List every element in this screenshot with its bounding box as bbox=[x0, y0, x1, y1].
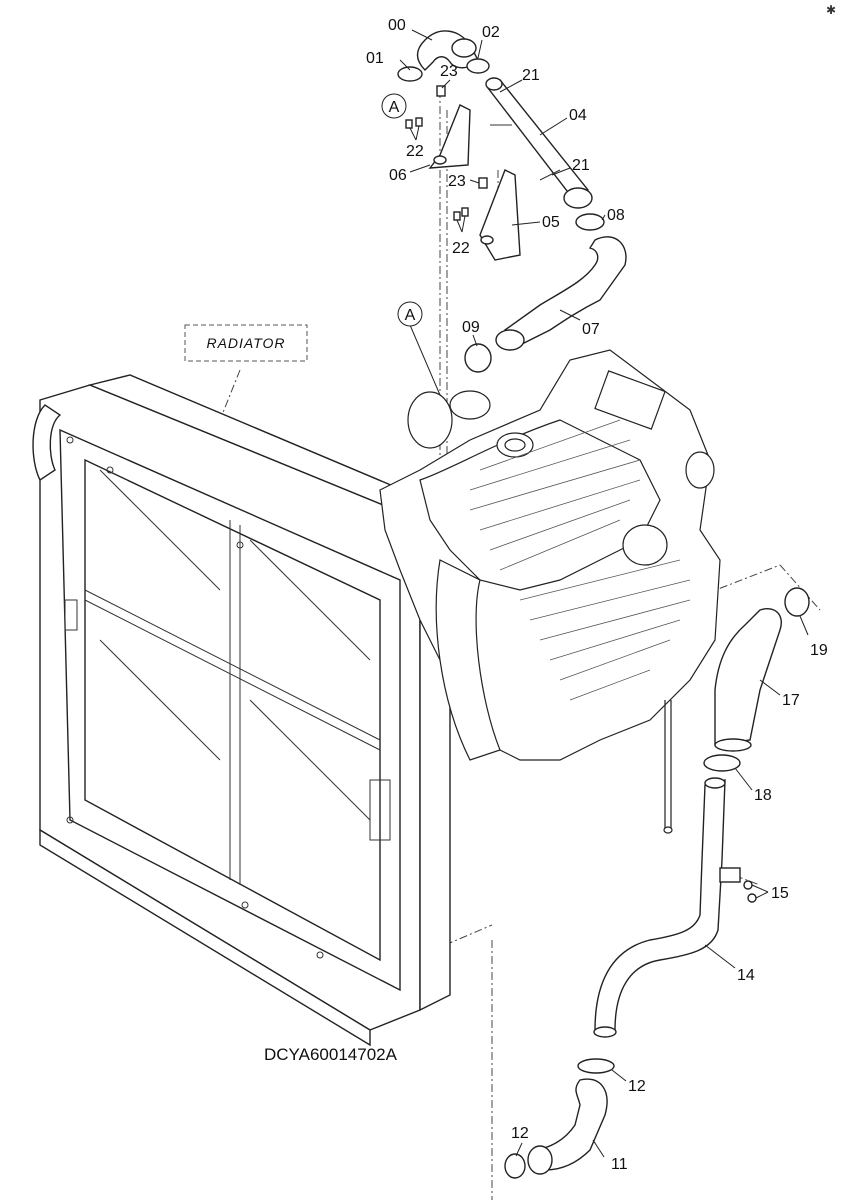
label-19: 19 bbox=[810, 642, 828, 659]
label-21-upper: 21 bbox=[522, 67, 540, 84]
label-23-lower: 23 bbox=[448, 173, 466, 190]
label-02: 02 bbox=[482, 24, 500, 41]
lower-hose-assembly bbox=[504, 587, 810, 1179]
label-07: 07 bbox=[582, 321, 600, 338]
label-08: 08 bbox=[607, 207, 625, 224]
label-01: 01 bbox=[366, 50, 384, 67]
leader-lines bbox=[399, 29, 809, 1158]
label-23-upper: 23 bbox=[440, 63, 458, 80]
label-04: 04 bbox=[569, 107, 587, 124]
corner-mark-icon: ✱ bbox=[826, 3, 836, 17]
label-12-lower: 12 bbox=[511, 1125, 529, 1142]
label-22-lower: 22 bbox=[452, 240, 470, 257]
part-labels: 00 01 02 23 21 04 22 21 06 23 08 05 22 0… bbox=[366, 17, 828, 1173]
reference-marks: A A bbox=[381, 93, 423, 327]
label-00: 00 bbox=[388, 17, 406, 34]
label-21-lower: 21 bbox=[572, 157, 590, 174]
label-15: 15 bbox=[771, 885, 789, 902]
engine bbox=[379, 349, 721, 834]
label-18: 18 bbox=[754, 787, 772, 804]
radiator-label: RADIATOR bbox=[206, 335, 285, 351]
radiator bbox=[32, 374, 452, 1047]
label-22-upper: 22 bbox=[406, 143, 424, 160]
label-09: 09 bbox=[462, 319, 480, 336]
label-06: 06 bbox=[389, 167, 407, 184]
label-05: 05 bbox=[542, 214, 560, 231]
drawing-code: DCYA60014702A bbox=[264, 1045, 398, 1064]
label-17: 17 bbox=[782, 692, 800, 709]
label-11: 11 bbox=[611, 1156, 628, 1173]
label-12-upper: 12 bbox=[628, 1078, 646, 1095]
reference-mark-engine: A bbox=[405, 307, 416, 324]
radiator-label-box: RADIATOR bbox=[184, 324, 308, 362]
label-14: 14 bbox=[737, 967, 755, 984]
reference-mark-upper: A bbox=[389, 99, 400, 116]
